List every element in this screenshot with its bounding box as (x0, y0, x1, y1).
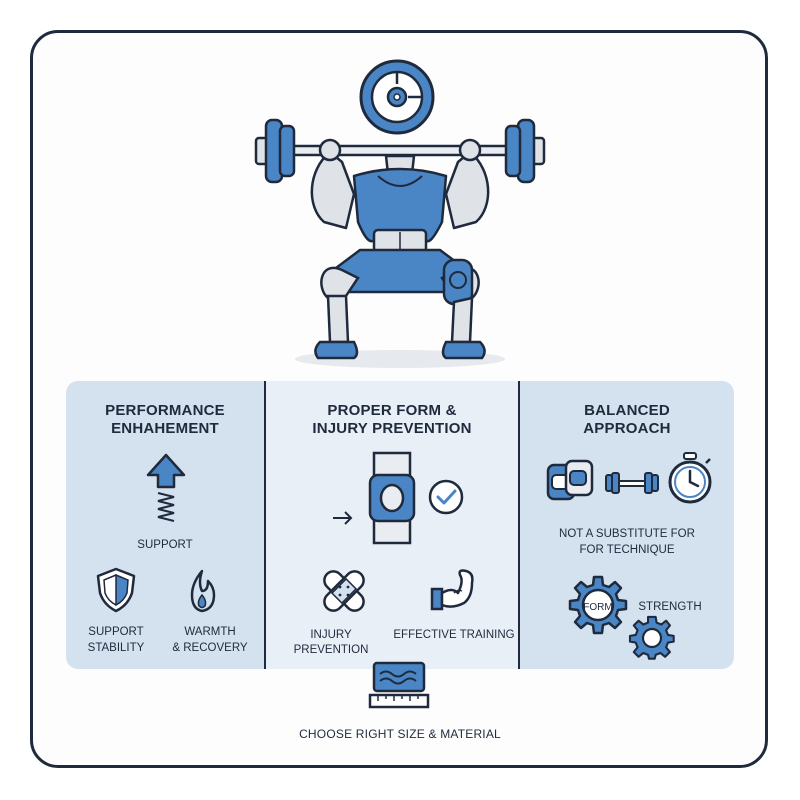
not-substitute-label-line2: FOR TECHNIQUE (579, 544, 675, 556)
choose-size-label: CHOOSE RIGHT SIZE & MATERIAL (299, 727, 501, 741)
dumbbell-icon (605, 472, 659, 494)
warmth-label-line1: WARMTH (184, 626, 236, 638)
knee-pads-icon (546, 459, 594, 501)
shield-icon (96, 567, 136, 613)
check-circle-icon (428, 479, 464, 515)
stopwatch-icon (668, 452, 712, 504)
knee-sleeve-icon (368, 451, 416, 545)
gear-icon (568, 575, 628, 635)
form-label: FORM (583, 602, 613, 613)
panel-title-line1: PROPER FORM & (327, 402, 457, 419)
measuring-tape-icon (368, 661, 430, 709)
flexed-arm-icon (430, 569, 474, 611)
panel-balanced: BALANCED APPROACH NOT A SUBSTITUTE FOR F… (520, 381, 734, 669)
panel-title-line2: APPROACH (583, 420, 671, 437)
flame-icon (190, 569, 216, 613)
effective-training-label: EFFECTIVE TRAINING (393, 629, 515, 641)
panel-title-line1: BALANCED (584, 402, 670, 419)
panel-title-line2: ENHAHEMENT (111, 420, 219, 437)
panel-row: PERFORMANCE ENHAHEMENT SUPPORT SUPPORT S… (66, 381, 734, 669)
squat-lifter-illustration (254, 118, 546, 368)
not-substitute-label-line1: NOT A SUBSTITUTE FOR (559, 528, 695, 540)
support-label: SUPPORT (137, 539, 193, 551)
small-gear-icon (628, 615, 675, 660)
warmth-label-line2: & RECOVERY (172, 642, 248, 654)
panel-title-line1: PERFORMANCE (105, 402, 225, 419)
stability-label-line1: SUPPORT (88, 626, 144, 638)
arrow-right-icon (333, 511, 353, 525)
panel-title-line2: INJURY PREVENTION (312, 420, 472, 437)
up-arrow-spring-icon (146, 453, 186, 522)
panel-performance: PERFORMANCE ENHAHEMENT SUPPORT SUPPORT S… (66, 381, 266, 669)
stability-label-line2: STABILITY (87, 642, 145, 654)
strength-label: STRENGTH (638, 601, 702, 613)
panel-proper-form: PROPER FORM & INJURY PREVENTION INJUR (266, 381, 520, 669)
weight-plate-icon (359, 59, 435, 135)
bandage-icon (323, 570, 365, 612)
injury-prevention-label: INJURY PREVENTION (293, 629, 369, 656)
